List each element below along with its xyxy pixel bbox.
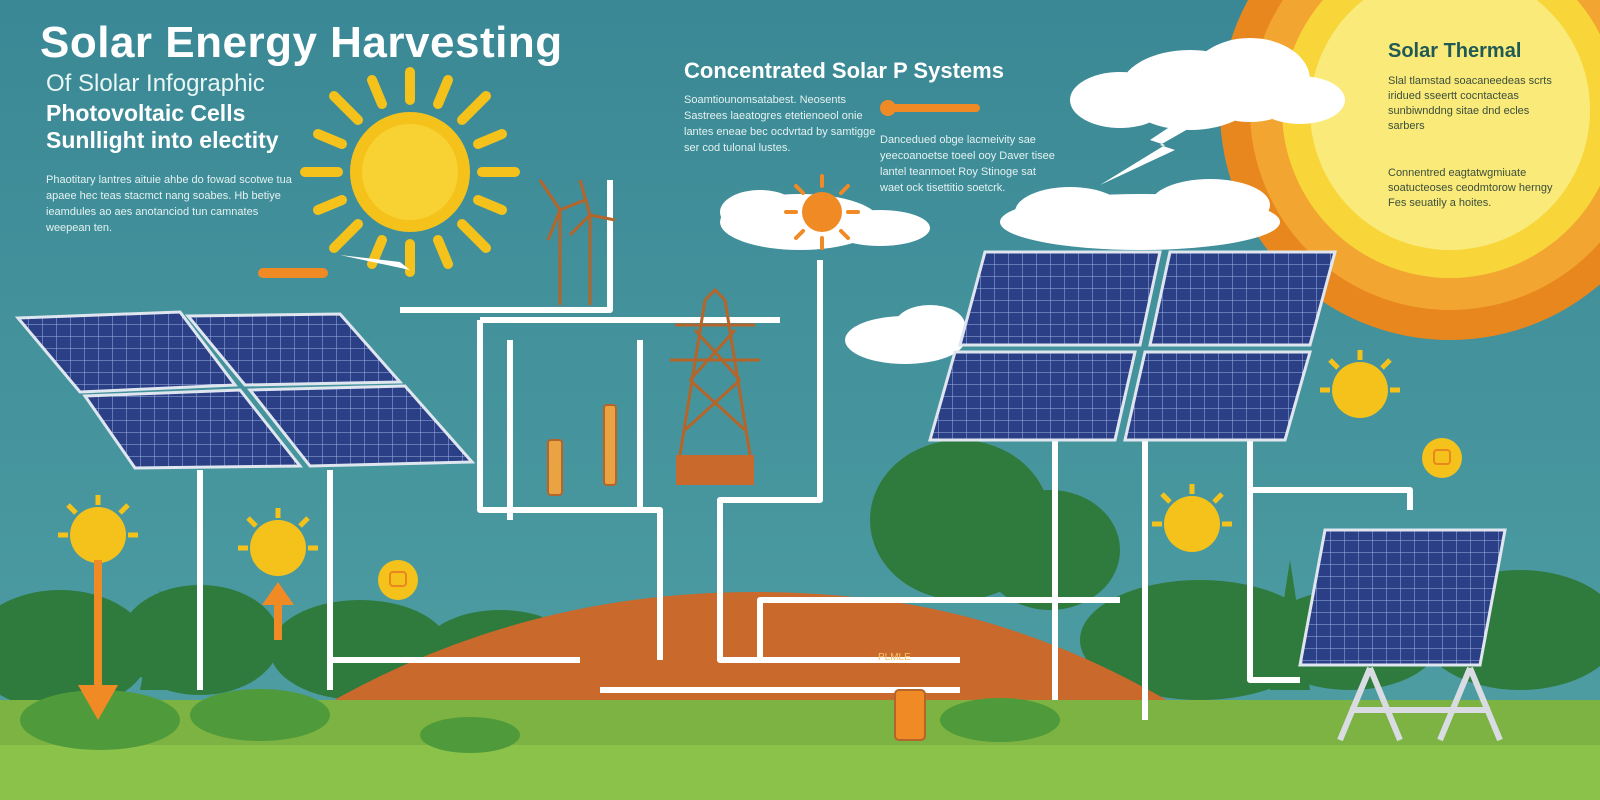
- csp-note: Dancedued obge lacmeivity sae yeecoanoet…: [880, 134, 1055, 194]
- solar-thermal-note: Connentred eagtatwgmiuate soatucteoses c…: [1388, 167, 1553, 209]
- page-title: Solar Energy Harvesting: [40, 18, 563, 67]
- cloud-icon: [845, 305, 965, 364]
- sun-icon: [58, 495, 138, 563]
- arrow-up-icon: [262, 582, 294, 640]
- wind-turbine-icon: [538, 179, 616, 305]
- pv-heading-line1: Photovoltaic Cells: [46, 100, 246, 126]
- cloud-icon: [1000, 179, 1280, 250]
- transmission-tower-icon: [670, 287, 760, 456]
- solar-panel-icon: [14, 310, 476, 470]
- sun-icon: [784, 174, 860, 250]
- sun-icon: [238, 508, 318, 576]
- bush: [20, 689, 1060, 753]
- csp-title: Concentrated Solar P Systems: [684, 58, 1004, 83]
- pv-description: Phaotitary lantres aituie ahbe do fowad …: [46, 174, 292, 234]
- solar-thermal-description: Slal tlamstad soacaneedeas scrts iridued…: [1388, 75, 1552, 132]
- page-subtitle: Of Slolar Infographic: [46, 70, 265, 97]
- sun-icon: [300, 67, 520, 277]
- plug-icon: [378, 560, 418, 600]
- pipe-network: [197, 180, 1413, 720]
- cloud-icon: [1070, 38, 1345, 130]
- sun-icon: [1152, 484, 1232, 552]
- battery-icon: [547, 404, 926, 741]
- plug-icon: [1422, 438, 1462, 478]
- connector: [258, 100, 980, 278]
- ground-label: PLMLE: [878, 652, 911, 663]
- lightning-icon: [1100, 120, 1195, 185]
- solar-panel-icon: [1298, 528, 1507, 742]
- arrow-down-icon: [78, 560, 118, 720]
- pv-heading: Photovoltaic Cells Sunllight into electi…: [46, 100, 279, 154]
- pv-heading-line2: Sunllight into electity: [46, 127, 279, 153]
- solar-panel-icon: [928, 250, 1337, 442]
- solar-thermal-title: Solar Thermal: [1388, 40, 1522, 62]
- dirt-hill: [300, 592, 1200, 720]
- csp-description: Soamtiounomsatabest. Neosents Sastrees l…: [684, 94, 876, 154]
- sun-icon: [1320, 350, 1400, 418]
